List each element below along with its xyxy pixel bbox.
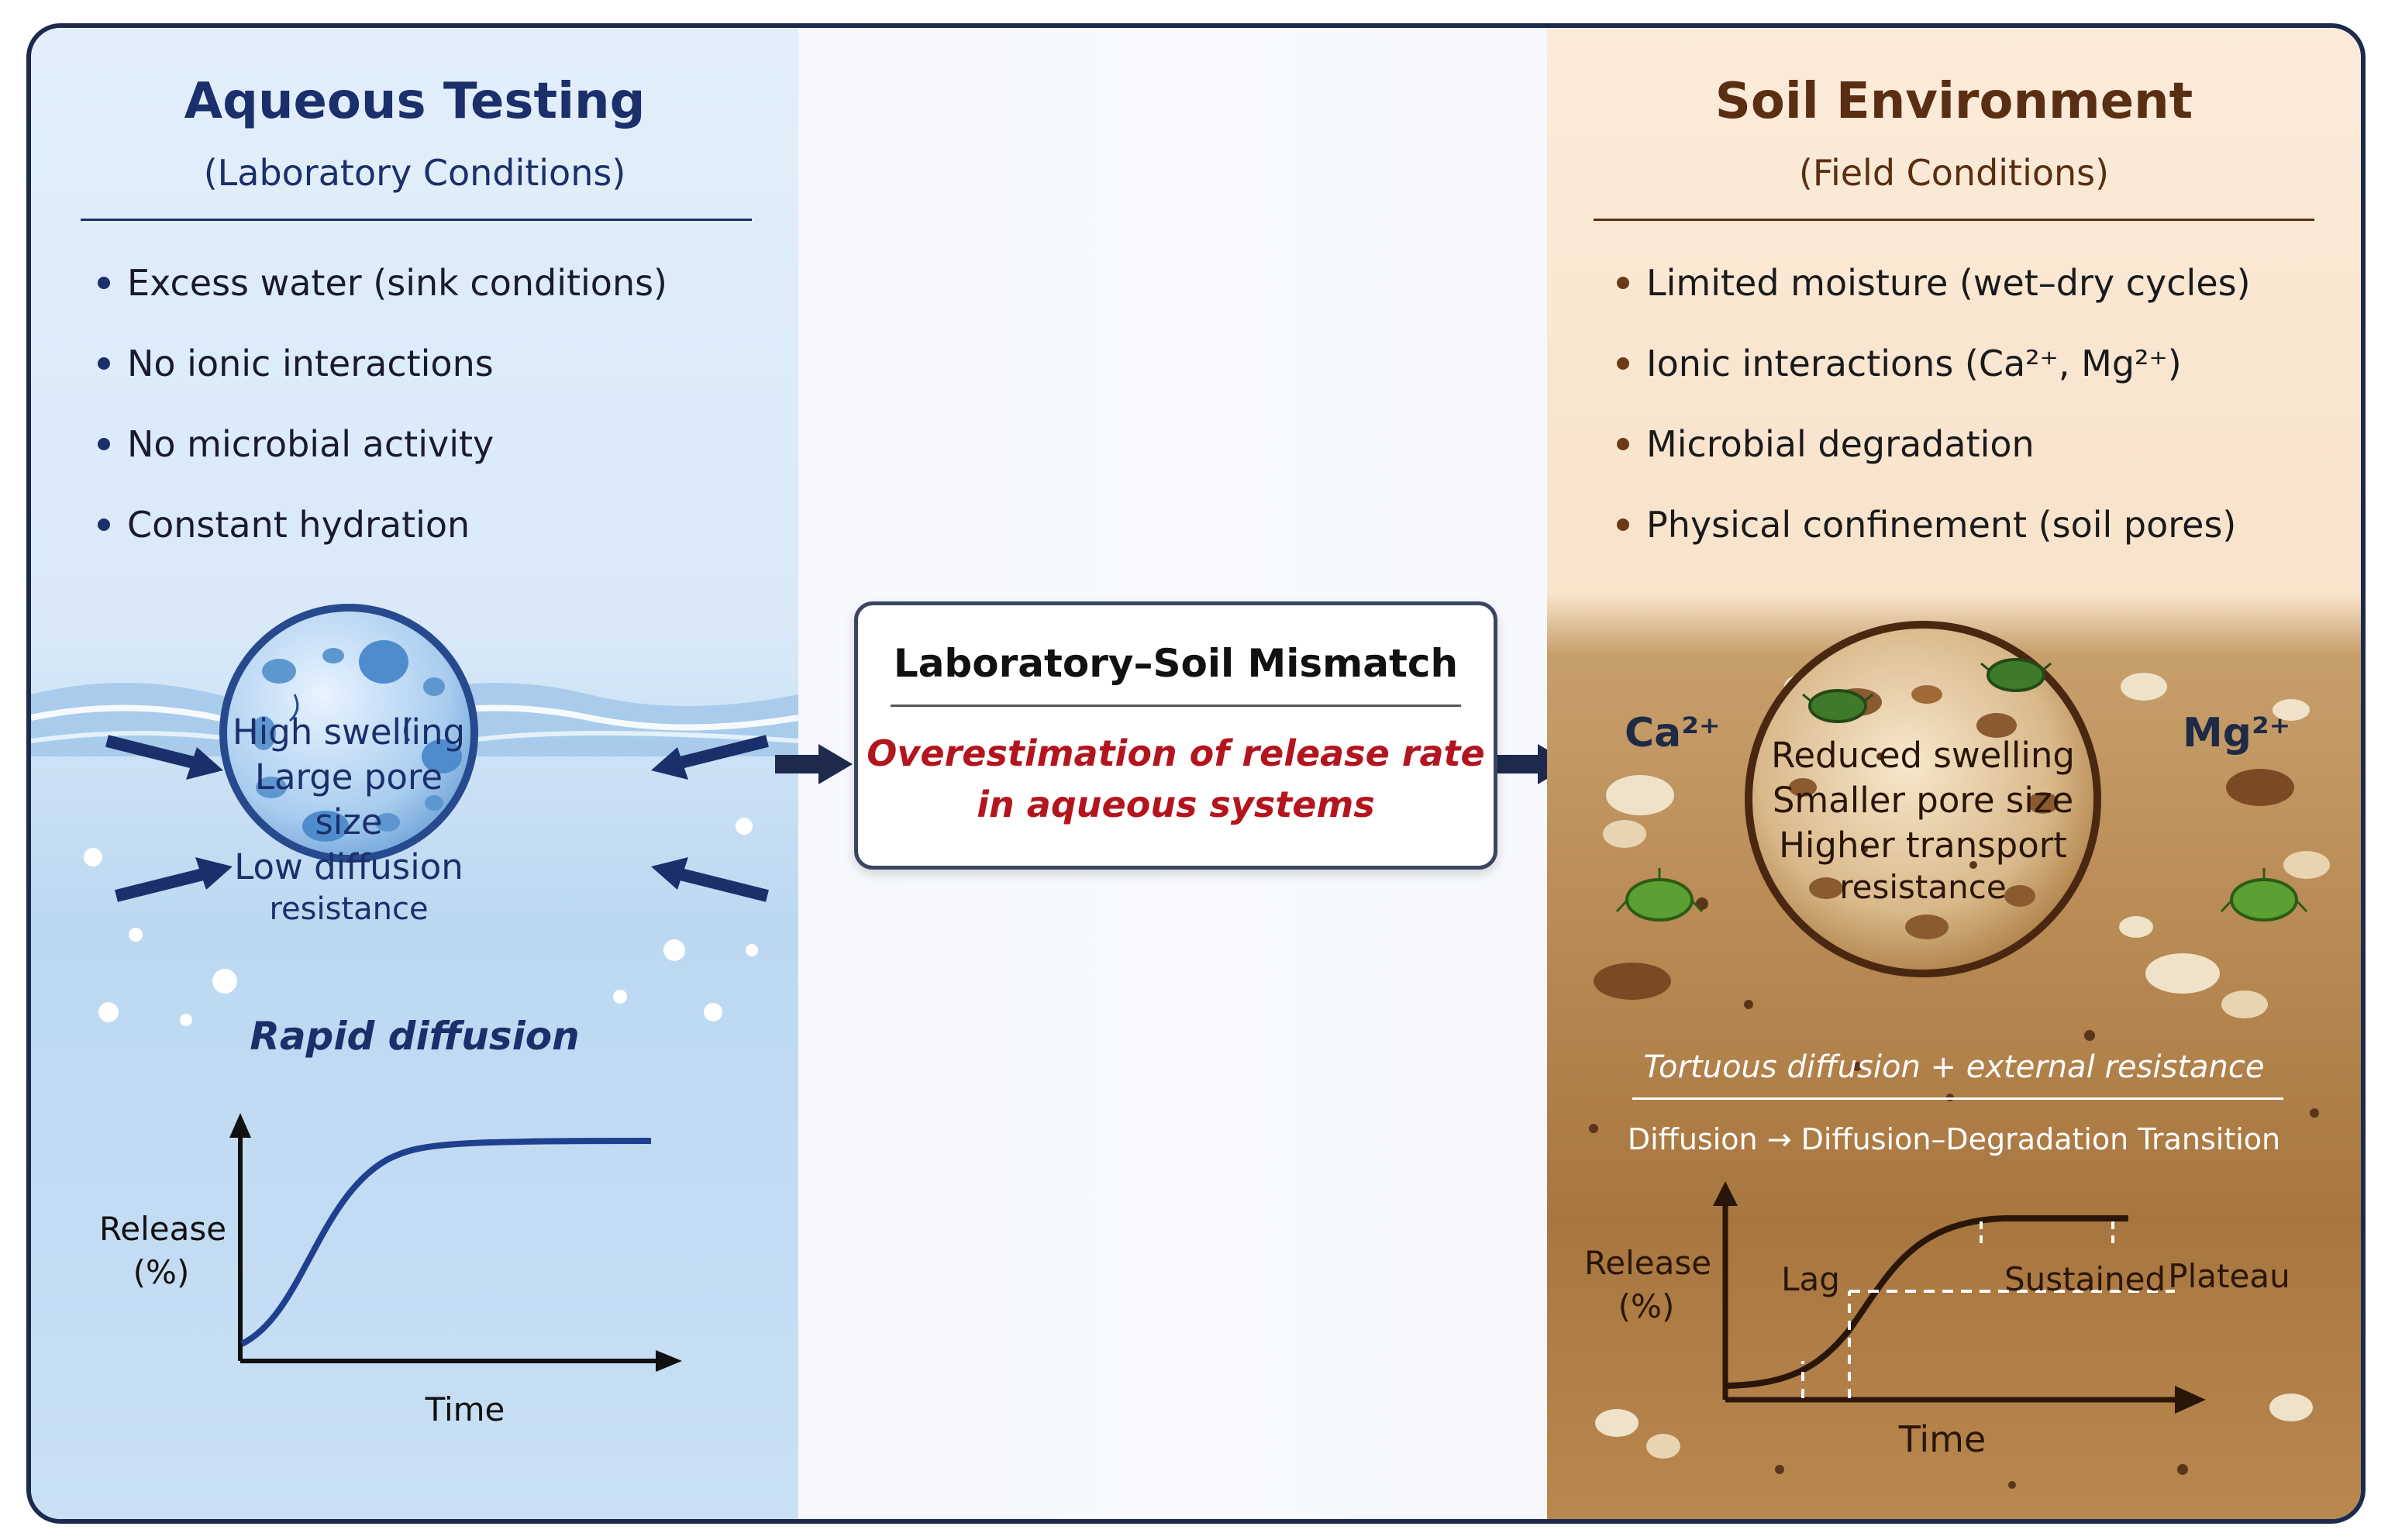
phase-sustained-label: Sustained xyxy=(2004,1260,2166,1298)
soil-panel: Soil Environment (Field Conditions) Limi… xyxy=(1547,28,2361,1519)
soil-pebbles-icon xyxy=(1589,673,2330,1489)
soil-bullet-list: Limited moisture (wet–dry cycles) Ionic … xyxy=(1609,264,2251,586)
sphere-line: Smaller pore size xyxy=(1772,780,2074,821)
bullet-dot-icon xyxy=(1617,438,1629,450)
bullet-dot-icon xyxy=(98,519,110,531)
aqueous-release-chart xyxy=(229,1113,682,1372)
magnesium-ion-label: Mg²⁺ xyxy=(2183,710,2291,756)
aqueous-bullet-list: Excess water (sink conditions) No ionic … xyxy=(90,264,667,586)
microbe-icon xyxy=(1980,658,2052,692)
mismatch-box: Laboratory–Soil Mismatch Overestimation … xyxy=(854,601,1497,870)
soil-sphere-text: Reduced swelling Smaller pore size Highe… xyxy=(1741,733,2105,907)
inward-arrow-icon xyxy=(115,857,233,902)
sphere-line: Large pore size xyxy=(254,756,443,842)
bullet-dot-icon xyxy=(98,438,110,450)
soil-bullet: Microbial degradation xyxy=(1609,425,2251,505)
mismatch-divider xyxy=(891,705,1461,707)
inward-arrow-icon xyxy=(651,735,769,780)
sphere-line: Reduced swelling xyxy=(1771,735,2075,776)
bullet-dot-icon xyxy=(98,277,110,289)
aqueous-bullet: No ionic interactions xyxy=(90,344,667,425)
x-axis-arrow-icon xyxy=(656,1350,682,1372)
ylabel-line: (%) xyxy=(133,1253,190,1291)
sphere-line: resistance xyxy=(1839,868,2007,906)
swollen-hydrogel-sphere-icon xyxy=(219,604,478,863)
aqueous-title: Aqueous Testing xyxy=(184,73,646,130)
y-axis-arrow-icon xyxy=(1713,1181,1738,1206)
soil-chart-ylabel: Release (%) xyxy=(1584,1242,1712,1328)
mismatch-title: Laboratory–Soil Mismatch xyxy=(893,641,1459,686)
sphere-line: High swelling xyxy=(232,711,466,753)
aqueous-panel: Aqueous Testing (Laboratory Conditions) … xyxy=(31,28,799,1519)
phase-plateau-label: Plateau xyxy=(2168,1257,2290,1295)
phase-lag-label: Lag xyxy=(1781,1260,1840,1298)
soil-release-chart xyxy=(1713,1181,2206,1414)
aqueous-chart-xlabel: Time xyxy=(425,1390,505,1428)
microbe-icon xyxy=(1615,868,1704,922)
aqueous-caption: Rapid diffusion xyxy=(250,1014,580,1059)
soil-title: Soil Environment xyxy=(1714,73,2193,130)
bullet-dot-icon xyxy=(1617,519,1629,531)
aqueous-subtitle: (Laboratory Conditions) xyxy=(203,152,626,194)
aqueous-bullet: Excess water (sink conditions) xyxy=(90,264,667,344)
inward-arrow-icon xyxy=(105,735,223,780)
microbe-icon xyxy=(2220,868,2308,922)
aqueous-bullet: No microbial activity xyxy=(90,425,667,505)
soil-bullet: Limited moisture (wet–dry cycles) xyxy=(1609,264,2251,344)
bullet-dot-icon xyxy=(98,357,110,370)
mismatch-line-1: Overestimation of release rate xyxy=(867,732,1485,774)
soil-caption-1: Tortuous diffusion + external resistance xyxy=(1643,1049,2265,1085)
soil-bullet: Ionic interactions (Ca²⁺, Mg²⁺) xyxy=(1609,344,2251,425)
ylabel-line: Release xyxy=(1584,1244,1712,1282)
soil-subtitle: (Field Conditions) xyxy=(1798,152,2110,194)
x-axis-arrow-icon xyxy=(2175,1386,2206,1414)
soil-divider xyxy=(1594,219,2314,221)
flow-arrow-icon xyxy=(775,744,853,784)
bullet-dot-icon xyxy=(1617,277,1629,289)
bullet-dot-icon xyxy=(1617,357,1629,370)
y-axis-arrow-icon xyxy=(229,1113,251,1138)
sphere-line: Low diffusion xyxy=(234,846,463,887)
soil-bullet: Physical confinement (soil pores) xyxy=(1609,505,2251,586)
water-bubbles-icon xyxy=(84,818,758,1026)
release-curve xyxy=(240,1138,652,1347)
microbe-icon xyxy=(1802,689,1873,723)
calcium-ion-label: Ca²⁺ xyxy=(1625,710,1721,756)
soil-chart-xlabel: Time xyxy=(1898,1418,1987,1460)
release-curve xyxy=(1726,1215,2128,1389)
ylabel-line: Release xyxy=(99,1210,227,1248)
soil-caption-2: Diffusion → Diffusion–Degradation Transi… xyxy=(1627,1122,2281,1156)
soil-caption-divider xyxy=(1632,1097,2283,1100)
sphere-line: resistance xyxy=(269,891,429,927)
aqueous-sphere-text: High swelling Large pore size Low diffus… xyxy=(217,710,481,928)
aqueous-chart-ylabel: Release (%) xyxy=(99,1208,227,1294)
aqueous-bullet: Constant hydration xyxy=(90,505,667,586)
aqueous-divider xyxy=(81,219,752,221)
inward-arrow-icon xyxy=(651,857,769,902)
mismatch-line-2: in aqueous systems xyxy=(977,784,1375,825)
sphere-line: Higher transport xyxy=(1779,825,2067,866)
ylabel-line: (%) xyxy=(1618,1287,1675,1325)
diagram-frame: Aqueous Testing (Laboratory Conditions) … xyxy=(26,23,2366,1524)
